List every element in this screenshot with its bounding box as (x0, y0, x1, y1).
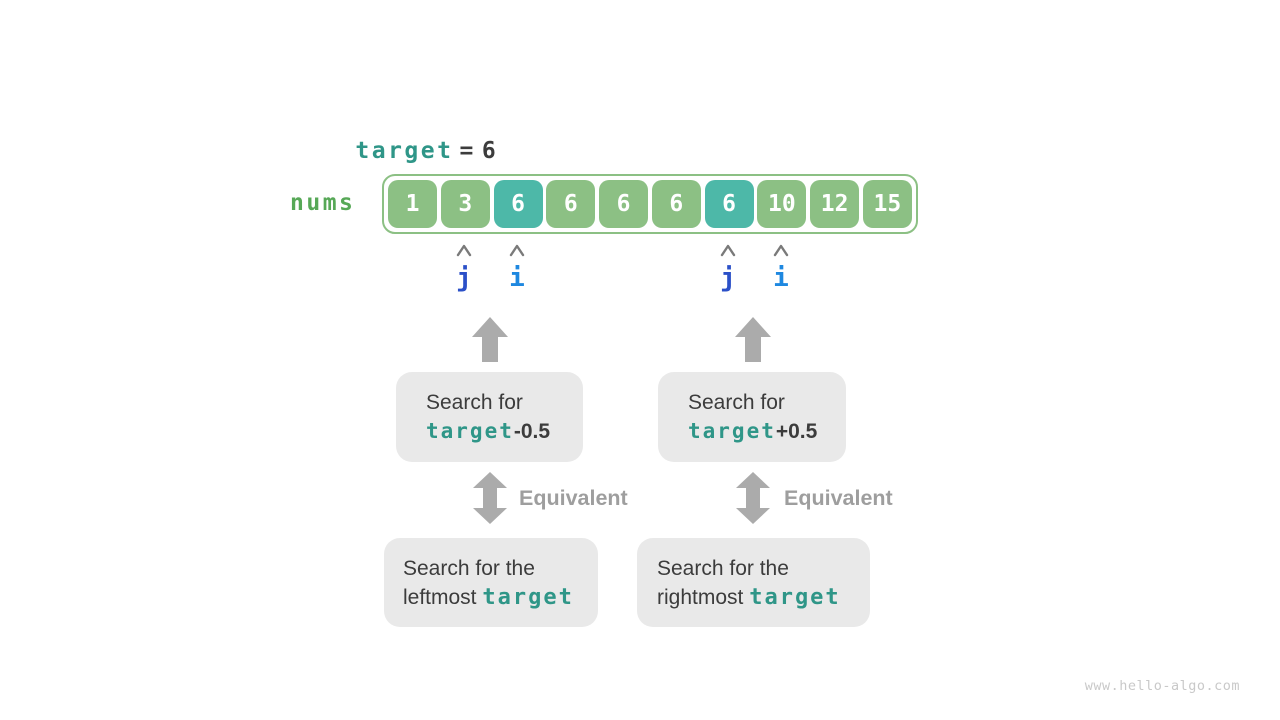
pointer-i: i (773, 263, 789, 293)
caret-up-icon (773, 244, 789, 257)
pointer-j: j (456, 263, 472, 293)
search-line: Search for (688, 391, 785, 414)
search-offset-box-right: Search for target+0.5 (658, 372, 846, 462)
up-arrow-icon (472, 317, 508, 362)
search-extreme-line: rightmost target (657, 583, 870, 612)
caret-up-icon (720, 244, 736, 257)
array-cell: 6 (493, 180, 543, 228)
search-extreme-box-left: Search for the leftmost target (384, 538, 598, 627)
array-cell: 12 (810, 180, 860, 228)
search-offset-box-left: Search for target-0.5 (396, 372, 583, 462)
target-code: target (688, 419, 776, 443)
watermark: www.hello-algo.com (1084, 678, 1240, 694)
target-value: 6 (481, 138, 499, 164)
target-code: target (749, 584, 841, 610)
equivalent-label: Equivalent (519, 486, 628, 510)
array-cell: 6 (599, 180, 649, 228)
equals-operator: = (459, 138, 476, 164)
caret-up-icon (509, 244, 525, 257)
double-arrow-icon (473, 472, 507, 524)
extreme-prefix: rightmost (657, 585, 750, 609)
array-cell: 6 (651, 180, 701, 228)
target-assignment: target=6 (290, 112, 498, 190)
search-line: Search for the (657, 556, 789, 580)
double-arrow-icon (736, 472, 770, 524)
search-expression: target-0.5 (426, 417, 583, 446)
nums-label: nums (290, 190, 356, 216)
array-cell: 10 (757, 180, 807, 228)
caret-up-icon (456, 244, 472, 257)
equivalent-label: Equivalent (784, 486, 893, 510)
array-cell: 15 (862, 180, 912, 228)
pointer-i: i (509, 263, 525, 293)
search-extreme-box-right: Search for the rightmost target (637, 538, 870, 627)
target-keyword: target (355, 138, 454, 164)
extreme-prefix: leftmost (403, 585, 483, 609)
search-extreme-line: leftmost target (403, 583, 598, 612)
target-code: target (482, 584, 574, 610)
target-code: target (426, 419, 514, 443)
search-line: Search for the (403, 556, 535, 580)
array-cell: 3 (440, 180, 490, 228)
offset-suffix: +0.5 (775, 420, 818, 443)
search-expression: target+0.5 (688, 417, 846, 446)
search-line: Search for (426, 391, 523, 414)
array-cell: 6 (546, 180, 596, 228)
array-cell: 6 (704, 180, 754, 228)
up-arrow-icon (735, 317, 771, 362)
nums-array: 1 3 6 6 6 6 6 10 12 15 (382, 174, 918, 234)
offset-suffix: -0.5 (513, 420, 551, 443)
array-cell: 1 (388, 180, 437, 228)
pointer-j: j (720, 263, 736, 293)
